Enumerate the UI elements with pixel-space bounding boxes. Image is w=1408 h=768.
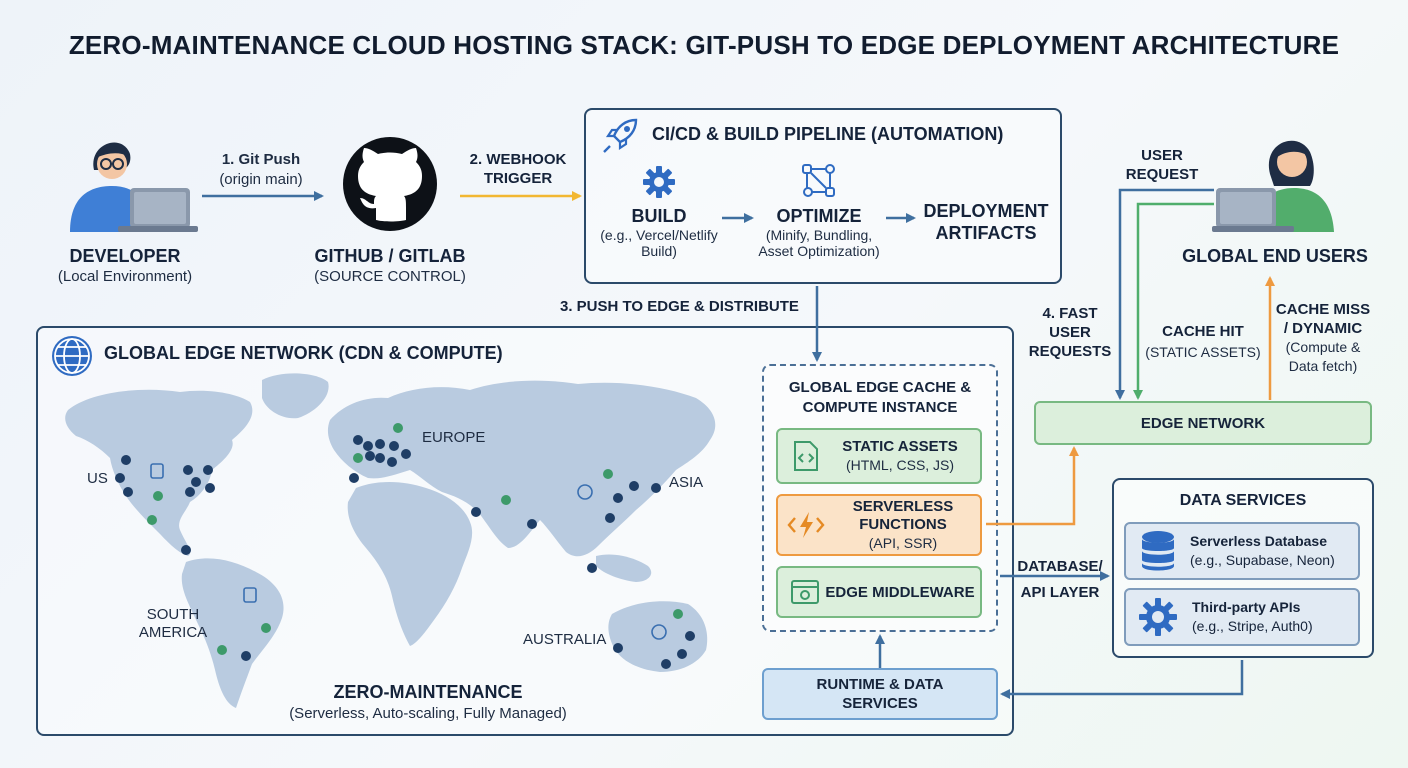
github-label: GITHUB / GITLAB — [314, 246, 466, 266]
edge-network-label: EDGE NETWORK — [1140, 414, 1266, 432]
region-asia: ASIA — [669, 474, 704, 491]
region-europe: EUROPE — [422, 429, 486, 446]
serverless-db-box: Serverless Database (e.g., Supabase, Neo… — [1124, 522, 1360, 580]
rocket-icon — [603, 118, 638, 153]
edge-middleware-label: EDGE MIDDLEWARE — [825, 583, 975, 601]
globe-icon — [52, 336, 92, 376]
arrow-user-request — [1115, 188, 1214, 400]
step4-line3: REQUESTS — [1028, 343, 1112, 360]
serverless-text: SERVERLESS FUNCTIONS (API, SSR) — [826, 498, 980, 552]
region-us: US — [87, 470, 108, 487]
runtime-text: RUNTIME & DATA SERVICES — [817, 675, 944, 713]
network-title: GLOBAL EDGE NETWORK (CDN & COMPUTE) — [104, 343, 503, 363]
serverless-label2: FUNCTIONS — [859, 516, 947, 533]
region-south-america: SOUTH AMERICA — [128, 606, 218, 642]
developer-label: DEVELOPER — [69, 246, 181, 266]
edge-network-box: EDGE NETWORK — [1034, 401, 1372, 445]
cache-miss-line1: CACHE MISS — [1275, 301, 1371, 318]
serverless-db-text: Serverless Database (e.g., Supabase, Neo… — [1176, 532, 1358, 570]
artifacts-line1: DEPLOYMENT — [923, 201, 1049, 221]
cache-miss-label: CACHE MISS / DYNAMIC (Compute & Data fet… — [1268, 300, 1378, 376]
arrow-cache-hit — [1133, 202, 1214, 400]
cache-hit-label: CACHE HIT (STATIC ASSETS) — [1138, 322, 1268, 362]
static-assets-box: STATIC ASSETS (HTML, CSS, JS) — [776, 428, 982, 484]
edge-middleware-box: EDGE MIDDLEWARE — [776, 566, 982, 618]
zero-maintenance-title: ZERO-MAINTENANCE — [333, 682, 523, 702]
region-south-america-line2: AMERICA — [138, 624, 208, 641]
edge-instance-title: GLOBAL EDGE CACHE & COMPUTE INSTANCE — [764, 378, 996, 418]
optimize-sub1: (Minify, Bundling, — [765, 227, 873, 243]
user-request-line2: REQUEST — [1125, 166, 1199, 183]
runtime-line1: RUNTIME & DATA — [816, 676, 944, 693]
middleware-window-icon — [791, 580, 819, 604]
developer-illustration — [70, 142, 198, 232]
db-api-line2: API LAYER — [1020, 584, 1100, 601]
api-gear-icon — [1139, 598, 1177, 636]
build-sub2: Build) — [641, 243, 677, 259]
optimize-flow-icon — [802, 164, 835, 197]
db-api-line1: DATABASE/ — [1017, 558, 1103, 575]
step4-line2: USER — [1049, 324, 1091, 341]
step2-label: 2. WEBHOOK TRIGGER — [458, 150, 578, 188]
cache-hit-line2: (STATIC ASSETS) — [1145, 344, 1261, 360]
optimize-step: OPTIMIZE (Minify, Bundling, Asset Optimi… — [742, 206, 896, 259]
arrow-data-runtime — [1000, 660, 1244, 699]
third-party-api-box: Third-party APIs (e.g., Stripe, Auth0) — [1124, 588, 1360, 646]
optimize-label: OPTIMIZE — [776, 206, 862, 226]
lightning-code-icon — [787, 512, 825, 538]
step4-label: 4. FAST USER REQUESTS — [1022, 304, 1118, 361]
runtime-line2: SERVICES — [842, 695, 918, 712]
github-sub: (SOURCE CONTROL) — [314, 268, 466, 285]
step1-label: 1. Git Push (origin main) — [196, 150, 326, 190]
static-assets-label: STATIC ASSETS — [842, 438, 958, 455]
end-users-label: GLOBAL END USERS — [1182, 246, 1368, 266]
cache-miss-line3: (Compute & — [1285, 339, 1361, 355]
serverless-label1: SERVERLESS — [852, 498, 954, 515]
third-party-api-label: Third-party APIs — [1192, 599, 1301, 615]
serverless-sub: (API, SSR) — [868, 535, 938, 551]
region-south-america-line1: SOUTH — [146, 606, 200, 623]
optimize-sub2: Asset Optimization) — [758, 243, 880, 259]
build-gear-icon — [643, 166, 675, 198]
database-icon — [1142, 531, 1174, 571]
cache-miss-line2: / DYNAMIC — [1283, 320, 1363, 337]
step1-line1: 1. Git Push — [221, 151, 301, 168]
artifacts-label: DEPLOYMENT ARTIFACTS — [916, 200, 1056, 244]
step1-line2: (origin main) — [219, 171, 303, 188]
static-assets-text: STATIC ASSETS (HTML, CSS, JS) — [820, 437, 980, 475]
serverless-functions-box: SERVERLESS FUNCTIONS (API, SSR) — [776, 494, 982, 556]
developer-sub: (Local Environment) — [57, 268, 193, 285]
third-party-api-sub: (e.g., Stripe, Auth0) — [1192, 618, 1313, 634]
region-australia: AUSTRALIA — [523, 631, 607, 648]
pipeline-title: CI/CD & BUILD PIPELINE (AUTOMATION) — [652, 124, 1004, 144]
zero-maintenance-sub: (Serverless, Auto-scaling, Fully Managed… — [289, 705, 567, 722]
user-request-line1: USER — [1141, 147, 1183, 164]
edge-instance-title-line1: GLOBAL EDGE CACHE & — [788, 379, 972, 396]
pipeline-panel — [584, 108, 1062, 284]
runtime-box: RUNTIME & DATA SERVICES — [762, 668, 998, 720]
step2-line1: 2. WEBHOOK — [469, 151, 567, 168]
github-logo-icon — [343, 137, 437, 231]
step4-line1: 4. FAST — [1042, 305, 1098, 322]
data-services-title: DATA SERVICES — [1179, 492, 1307, 509]
step2-line2: TRIGGER — [483, 170, 553, 187]
build-sub1: (e.g., Vercel/Netlify — [600, 227, 718, 243]
static-assets-sub: (HTML, CSS, JS) — [845, 457, 955, 473]
build-step: BUILD (e.g., Vercel/Netlify Build) — [584, 206, 734, 259]
step3-label: 3. PUSH TO EDGE & DISTRIBUTE — [560, 298, 799, 315]
user-request-label: USER REQUEST — [1110, 146, 1214, 184]
build-label: BUILD — [631, 206, 687, 226]
serverless-db-sub: (e.g., Supabase, Neon) — [1190, 552, 1335, 568]
edge-instance-title-line2: COMPUTE INSTANCE — [802, 399, 958, 416]
third-party-api-text: Third-party APIs (e.g., Stripe, Auth0) — [1178, 598, 1358, 636]
serverless-db-label: Serverless Database — [1190, 533, 1327, 549]
db-api-layer-label: DATABASE/ API LAYER — [1008, 554, 1112, 606]
artifacts-line2: ARTIFACTS — [935, 223, 1037, 243]
end-user-illustration — [1212, 140, 1334, 232]
code-file-icon — [794, 441, 818, 471]
cache-hit-line1: CACHE HIT — [1162, 323, 1244, 340]
page-title: ZERO-MAINTENANCE CLOUD HOSTING STACK: GI… — [68, 30, 1340, 60]
cache-miss-line4: Data fetch) — [1288, 358, 1358, 374]
